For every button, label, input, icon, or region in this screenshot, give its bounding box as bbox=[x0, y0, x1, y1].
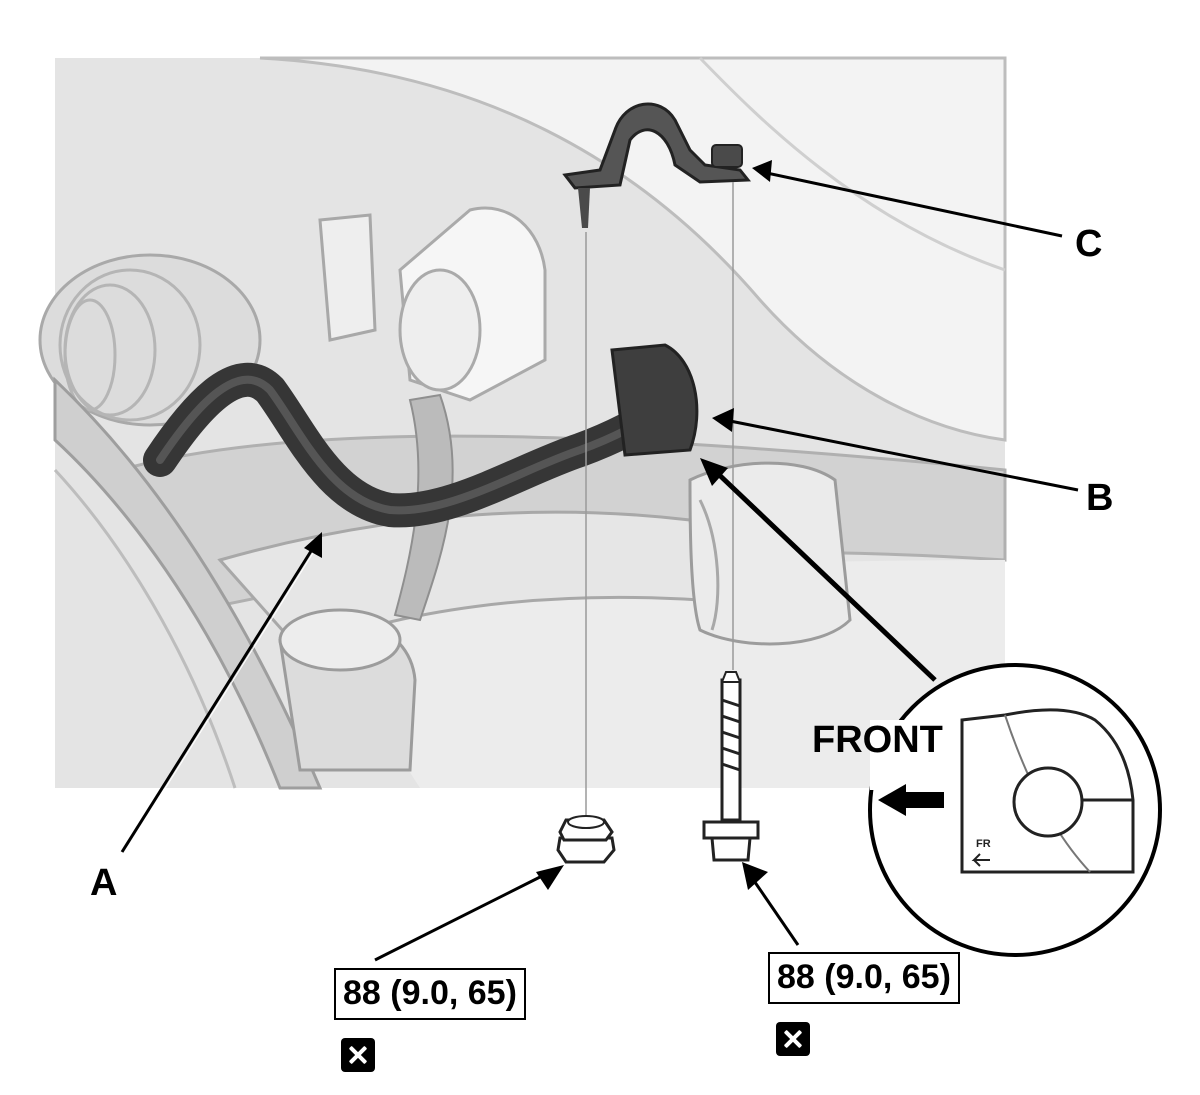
callout-a: A bbox=[90, 862, 117, 904]
callout-b: B bbox=[1086, 477, 1113, 519]
leader-lines bbox=[120, 170, 1079, 962]
replace-part-icon bbox=[776, 1022, 810, 1056]
chassis-illustration bbox=[38, 56, 1007, 790]
bushing-holder-block bbox=[688, 461, 852, 646]
leader-arrowheads bbox=[304, 160, 772, 890]
front-orientation-inset: FR bbox=[868, 663, 1162, 957]
torque-spec-right: 88 (9.0, 65) bbox=[768, 952, 960, 1004]
bushing-holder-bracket bbox=[562, 102, 752, 228]
svg-text:FR: FR bbox=[976, 838, 991, 850]
stabilizer-bushing bbox=[610, 343, 699, 457]
ball-joint bbox=[278, 608, 417, 772]
flange-bolt bbox=[702, 671, 760, 862]
torque-spec-left: 88 (9.0, 65) bbox=[334, 968, 526, 1020]
flange-nut bbox=[556, 815, 616, 864]
front-label: FRONT bbox=[812, 719, 943, 761]
steering-rack-cylinder bbox=[398, 206, 547, 402]
replace-part-icon bbox=[341, 1038, 375, 1072]
fr-mark-icon: FR bbox=[971, 838, 991, 867]
front-arrow-icon bbox=[878, 784, 944, 816]
callout-c: C bbox=[1075, 223, 1102, 265]
